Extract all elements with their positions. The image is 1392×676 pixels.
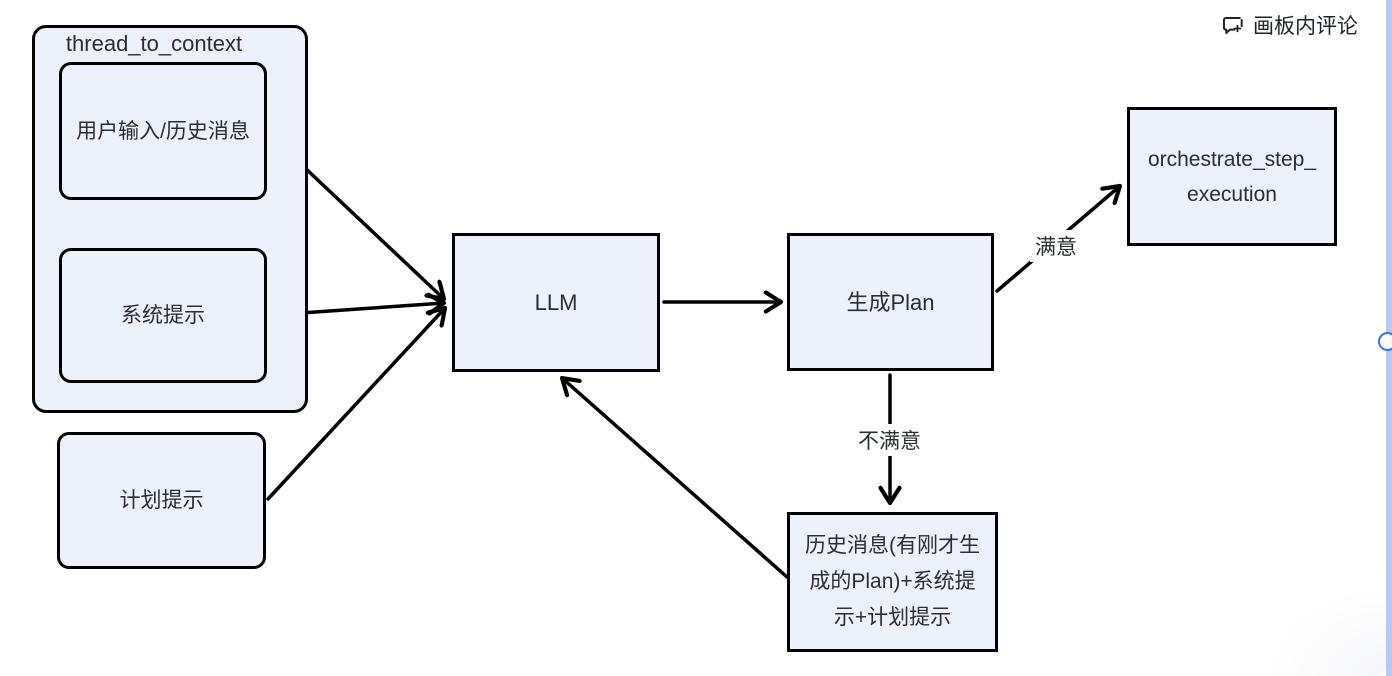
node-system-prompt[interactable]: 系统提示 <box>59 248 267 383</box>
node-gen-plan[interactable]: 生成Plan <box>787 233 994 371</box>
node-feedback-label: 历史消息(有刚才生成的Plan)+系统提示+计划提示 <box>805 534 980 629</box>
comment-anchor-handle[interactable] <box>1378 332 1392 351</box>
node-plan-prompt-label: 计划提示 <box>119 489 204 512</box>
node-user-input[interactable]: 用户输入/历史消息 <box>59 62 267 200</box>
node-plan-prompt[interactable]: 计划提示 <box>57 432 266 569</box>
group-thread-to-context-title: thread_to_context <box>65 31 243 56</box>
node-orchestrate-label: orchestrate_step_execution <box>1147 147 1317 206</box>
board-comment-button[interactable]: 画板内评论 <box>1220 10 1358 40</box>
add-comment-icon <box>1220 13 1245 38</box>
node-llm[interactable]: LLM <box>452 233 660 372</box>
board-comment-label: 画板内评论 <box>1253 15 1358 38</box>
node-orchestrate[interactable]: orchestrate_step_execution <box>1127 107 1337 246</box>
edge-label-satisfied: 满意 <box>1030 230 1082 262</box>
node-user-input-label: 用户输入/历史消息 <box>76 119 250 143</box>
edge-label-unsatisfied: 不满意 <box>853 424 926 456</box>
edge-feedback-to-llm[interactable] <box>562 378 789 579</box>
node-gen-plan-label: 生成Plan <box>846 289 935 315</box>
node-feedback[interactable]: 历史消息(有刚才生成的Plan)+系统提示+计划提示 <box>787 512 998 652</box>
node-system-prompt-label: 系统提示 <box>121 304 205 327</box>
edge-plan-prompt-to-llm[interactable] <box>266 308 445 501</box>
node-llm-label: LLM <box>534 290 578 315</box>
corner-shadow <box>1266 586 1386 676</box>
